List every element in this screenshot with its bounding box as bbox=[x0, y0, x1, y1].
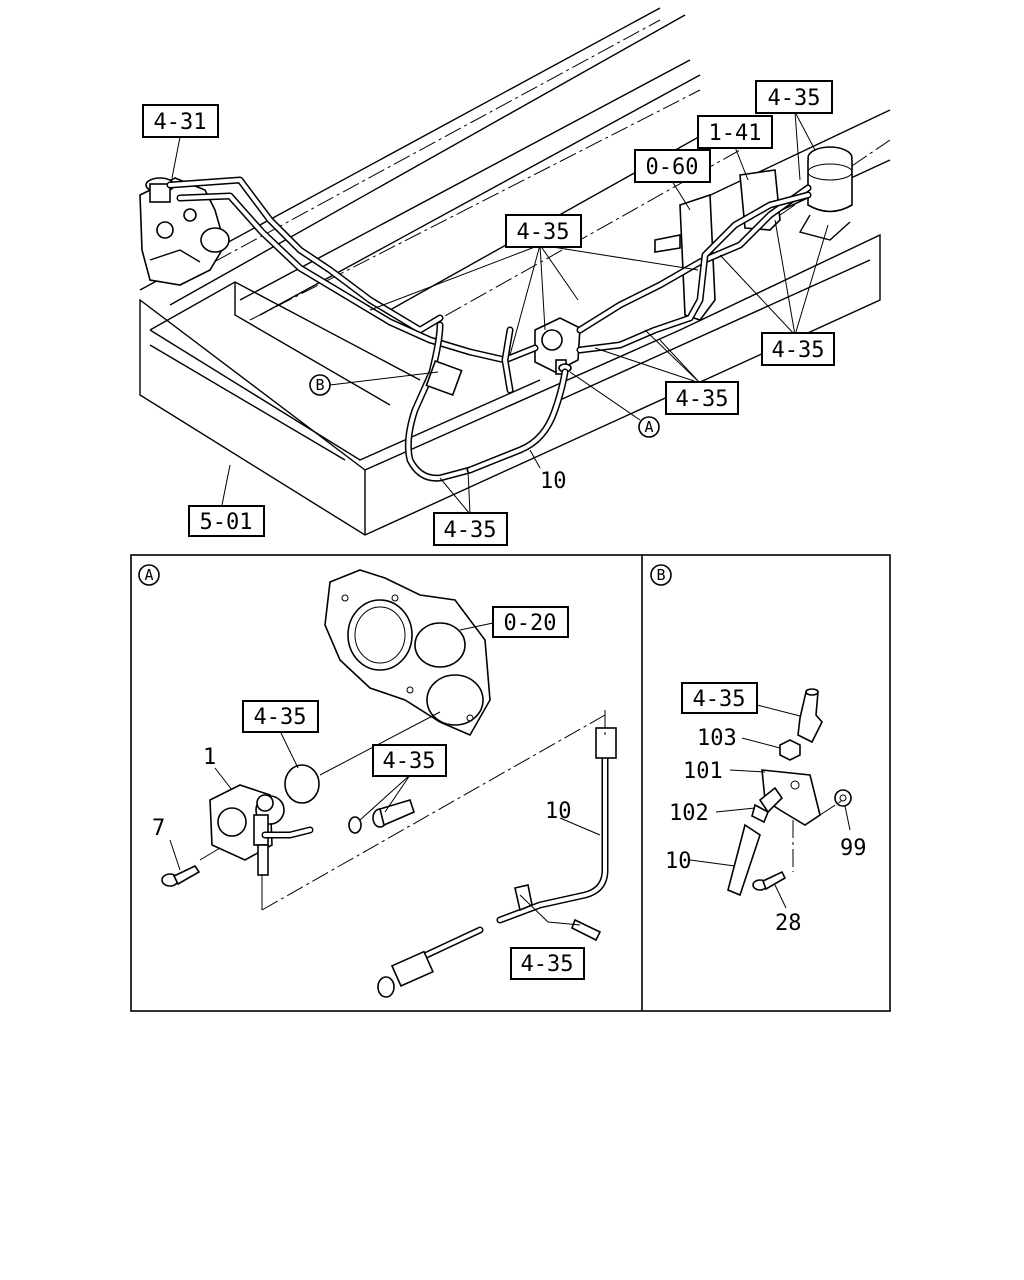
nut-99 bbox=[834, 789, 852, 807]
label-part-103: 103 bbox=[697, 726, 737, 751]
detail-panel bbox=[130, 554, 891, 1012]
callout-4-35-center: 4-35 bbox=[505, 214, 582, 248]
nut-103 bbox=[779, 739, 801, 761]
cross-member-5-01 bbox=[139, 233, 881, 536]
marker-a-detail: A bbox=[138, 564, 160, 586]
callout-4-31-text: 4-31 bbox=[154, 110, 207, 135]
oil-reservoir bbox=[798, 146, 853, 241]
callout-1-41-text: 1-41 bbox=[709, 121, 762, 146]
marker-b-detail-text: B bbox=[656, 566, 665, 584]
callout-0-60-text: 0-60 bbox=[646, 155, 699, 180]
label-part-101: 101 bbox=[683, 759, 723, 784]
union-102 bbox=[751, 786, 784, 824]
marker-b-main: B bbox=[309, 374, 331, 396]
marker-b-detail: B bbox=[650, 564, 672, 586]
frame-rails bbox=[139, 7, 891, 331]
bolt-7 bbox=[161, 864, 201, 887]
detail-a-leaders bbox=[169, 622, 606, 926]
label-part-10-main: 10 bbox=[540, 469, 567, 494]
detail-b: B bbox=[650, 564, 867, 936]
hose-end-cap bbox=[797, 688, 823, 744]
power-steering-pump bbox=[534, 317, 581, 375]
callout-4-35-right-mid: 4-35 bbox=[665, 381, 739, 415]
pump-assembly bbox=[209, 784, 314, 876]
label-part-10-detail-b: 10 bbox=[665, 849, 692, 874]
callout-4-35-detail-b-text: 4-35 bbox=[693, 687, 746, 712]
label-part-102: 102 bbox=[669, 801, 709, 826]
callout-4-35-right-mid-text: 4-35 bbox=[676, 387, 729, 412]
callout-4-35-fittings: 4-35 bbox=[372, 744, 447, 777]
fittings-4-35 bbox=[348, 799, 415, 834]
callout-4-35-fittings-text: 4-35 bbox=[383, 749, 436, 774]
label-part-7: 7 bbox=[152, 816, 165, 841]
o-ring bbox=[284, 764, 320, 804]
callout-4-35-oring-text: 4-35 bbox=[254, 705, 307, 730]
callout-4-35-top-right: 4-35 bbox=[755, 80, 833, 114]
callout-4-35-bottom-text: 4-35 bbox=[444, 518, 497, 543]
marker-a-detail-text: A bbox=[144, 566, 153, 584]
callout-4-35-top-right-text: 4-35 bbox=[768, 86, 821, 111]
callout-4-35-right-lower-text: 4-35 bbox=[772, 338, 825, 363]
label-part-10-detail-a: 10 bbox=[545, 799, 572, 824]
detail-b-leaders bbox=[689, 704, 851, 909]
label-part-99: 99 bbox=[840, 836, 867, 861]
label-part-28: 28 bbox=[775, 911, 802, 936]
callout-4-35-bottom: 4-35 bbox=[433, 512, 508, 546]
main-leaders bbox=[171, 111, 829, 515]
marker-b-main-text: B bbox=[315, 376, 324, 394]
callout-4-35-right-lower: 4-35 bbox=[761, 332, 835, 366]
marker-a-main: A bbox=[638, 416, 660, 438]
callout-4-35-center-text: 4-35 bbox=[517, 220, 570, 245]
callout-4-31: 4-31 bbox=[142, 104, 219, 138]
callout-0-20-text: 0-20 bbox=[504, 611, 557, 636]
callout-1-41: 1-41 bbox=[697, 115, 773, 149]
main-view: 4-31 4-35 1-41 0-60 4-35 4-35 4-35 4-35 bbox=[139, 7, 891, 546]
marker-a-main-text: A bbox=[644, 418, 653, 436]
callout-0-60: 0-60 bbox=[634, 149, 711, 183]
hose-10-detail-b bbox=[727, 823, 761, 897]
gear-case-plate bbox=[324, 569, 491, 737]
detail-a: A bbox=[138, 564, 617, 998]
callout-4-35-hose: 4-35 bbox=[510, 947, 585, 980]
label-part-1: 1 bbox=[203, 745, 216, 770]
callout-4-35-oring: 4-35 bbox=[242, 700, 319, 733]
callout-4-35-detail-b: 4-35 bbox=[681, 682, 758, 714]
steering-gear bbox=[139, 177, 230, 286]
callout-5-01: 5-01 bbox=[188, 505, 265, 537]
callout-0-20: 0-20 bbox=[492, 606, 569, 638]
callout-4-35-hose-text: 4-35 bbox=[521, 952, 574, 977]
callout-5-01-text: 5-01 bbox=[200, 510, 253, 535]
hose-10 bbox=[377, 727, 617, 998]
bolt-28 bbox=[752, 870, 787, 891]
pipes bbox=[166, 176, 812, 482]
